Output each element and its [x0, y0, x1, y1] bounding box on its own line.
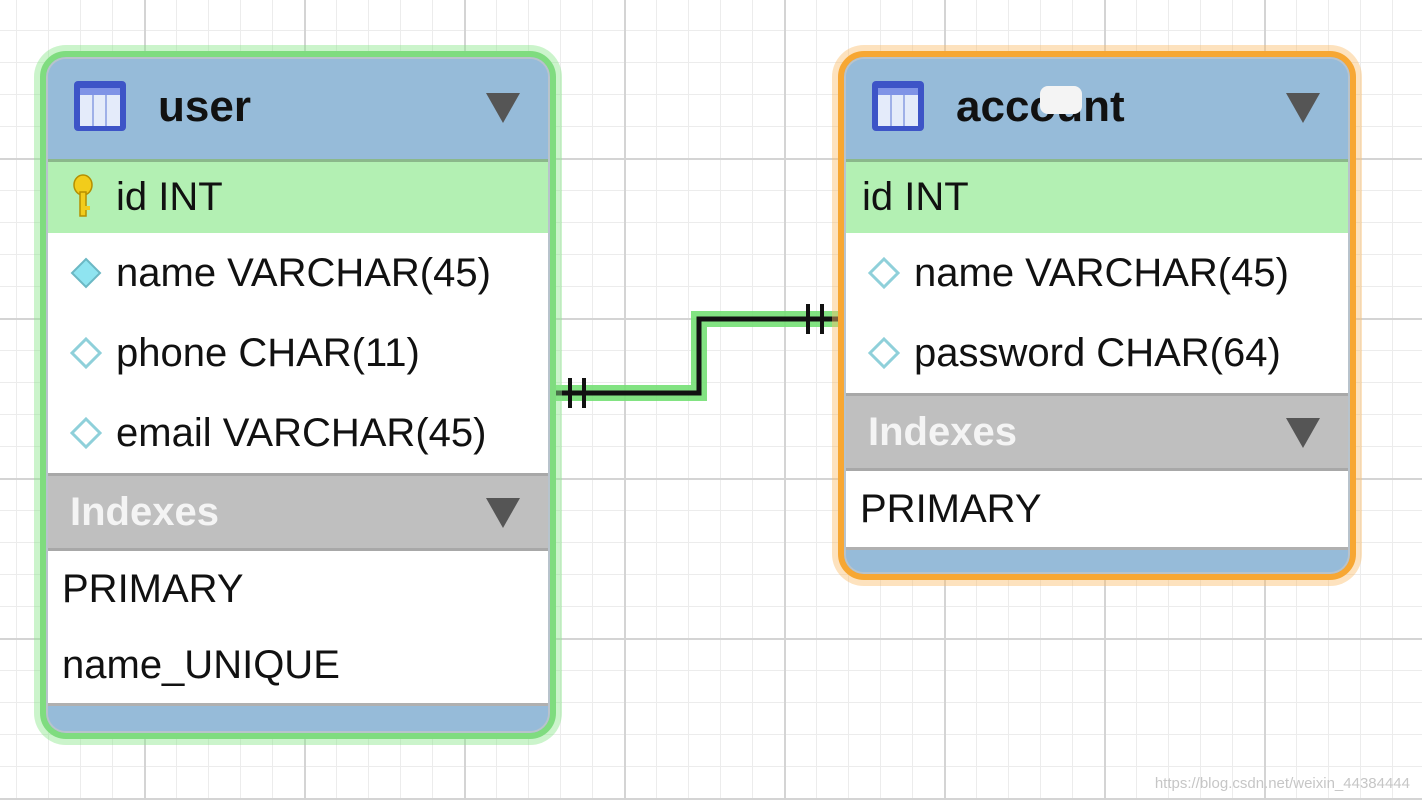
- column-diamond-icon: [70, 337, 102, 369]
- indexes-header[interactable]: Indexes: [846, 393, 1348, 471]
- column-label: email VARCHAR(45): [116, 411, 487, 455]
- collapse-triangle-icon[interactable]: [1286, 93, 1320, 123]
- column-label: name VARCHAR(45): [116, 251, 491, 295]
- cardinality-mark-account: [806, 304, 824, 334]
- column-diamond-icon: [868, 257, 900, 289]
- column-label: name VARCHAR(45): [914, 251, 1289, 295]
- collapse-triangle-icon[interactable]: [1286, 418, 1320, 448]
- table-icon: [872, 81, 924, 131]
- column-row[interactable]: phone CHAR(11): [48, 313, 548, 393]
- column-row[interactable]: password CHAR(64): [846, 313, 1348, 393]
- cursor-smudge: [1040, 86, 1082, 114]
- index-row[interactable]: PRIMARY: [846, 471, 1348, 547]
- indexes-label: Indexes: [868, 410, 1017, 454]
- table-account[interactable]: account id INT name VARCHAR(45) password…: [838, 51, 1356, 580]
- table-user[interactable]: user id INT name VARCHAR(45): [40, 51, 556, 739]
- indexes-header[interactable]: Indexes: [48, 473, 548, 551]
- column-row[interactable]: name VARCHAR(45): [846, 233, 1348, 313]
- index-label: PRIMARY: [860, 487, 1042, 531]
- column-label: password CHAR(64): [914, 331, 1281, 375]
- column-row[interactable]: id INT: [846, 159, 1348, 233]
- primary-key-icon: [73, 174, 93, 217]
- unique-column-diamond-icon: [70, 257, 102, 289]
- column-row[interactable]: name VARCHAR(45): [48, 233, 548, 313]
- watermark: https://blog.csdn.net/weixin_44384444: [1154, 775, 1410, 792]
- indexes-label: Indexes: [70, 490, 219, 534]
- table-header[interactable]: user: [48, 59, 548, 159]
- table-footer: [48, 703, 548, 731]
- column-row[interactable]: email VARCHAR(45): [48, 393, 548, 473]
- column-row[interactable]: id INT: [48, 159, 548, 233]
- index-label: name_UNIQUE: [62, 643, 340, 687]
- cardinality-mark-user: [568, 378, 586, 408]
- collapse-triangle-icon[interactable]: [486, 498, 520, 528]
- column-diamond-icon: [70, 417, 102, 449]
- column-diamond-icon: [868, 337, 900, 369]
- table-title: user: [158, 82, 251, 131]
- column-label: id INT: [116, 175, 223, 219]
- index-row[interactable]: PRIMARY: [48, 551, 548, 627]
- table-icon: [74, 81, 126, 131]
- collapse-triangle-icon[interactable]: [486, 93, 520, 123]
- index-label: PRIMARY: [62, 567, 244, 611]
- index-row[interactable]: name_UNIQUE: [48, 627, 548, 703]
- column-label: id INT: [862, 175, 969, 219]
- table-header[interactable]: account: [846, 59, 1348, 159]
- column-label: phone CHAR(11): [116, 331, 420, 375]
- table-footer: [846, 547, 1348, 572]
